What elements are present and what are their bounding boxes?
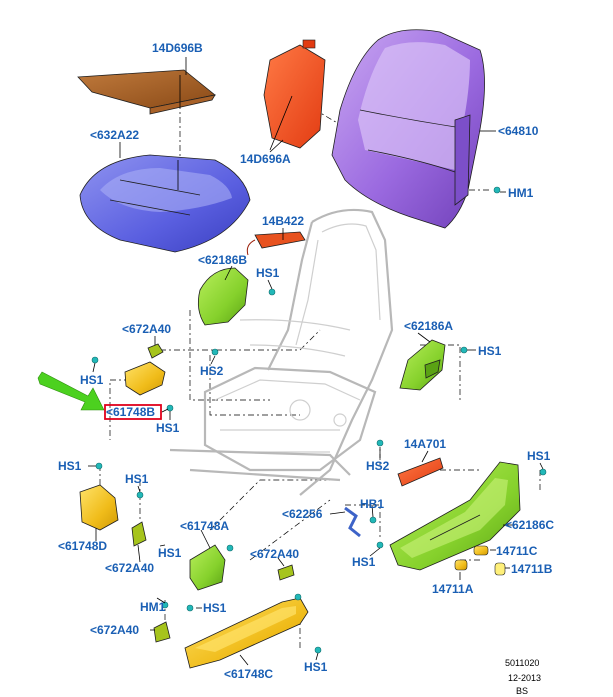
label-hs1-f: HS1: [58, 459, 82, 473]
label-hs1-k: HS1: [304, 660, 328, 674]
part-14711a-knob: [454, 559, 468, 571]
label-hm1-front: HM1: [140, 600, 166, 614]
part-61748b-bracket: [124, 361, 166, 396]
label-62186c: <62186C: [505, 518, 554, 532]
label-672a40-b: <672A40: [105, 561, 154, 575]
label-14711c: 14711C: [496, 544, 538, 558]
label-61748c: <61748C: [224, 667, 273, 681]
part-61748d-bracket: [79, 484, 119, 531]
reference-block: 5011020 12-2013 BS: [505, 658, 541, 696]
part-14b422-sensor: [246, 231, 306, 256]
label-hs1-h: HS1: [158, 546, 182, 560]
label-62186b: <62186B: [198, 253, 247, 267]
label-14711a: 14711A: [432, 582, 474, 596]
part-14711b-knob: [494, 562, 506, 576]
part-672a40-clip-bottom: [153, 621, 171, 643]
label-61748a: <61748A: [180, 519, 229, 533]
part-632a22-cushion: [79, 154, 251, 253]
part-61748a-bracket: [189, 544, 226, 591]
label-hm1-back: HM1: [508, 186, 534, 200]
part-62186b-shield: [197, 267, 249, 326]
label-hs1-i: HS1: [352, 555, 376, 569]
label-672a40-c: <672A40: [250, 547, 299, 561]
part-672a40-clip-upper: [147, 343, 164, 359]
part-62186c-shield: [389, 461, 521, 571]
label-64810: <64810: [498, 124, 539, 138]
label-hs1-a: HS1: [256, 266, 280, 280]
label-672a40-a: <672A40: [122, 322, 171, 336]
leader-lines: [88, 57, 544, 666]
part-64810-seatback: [331, 29, 485, 229]
part-labels: 14D696B <632A22 14D696A <64810 HM1 14B42…: [58, 41, 554, 681]
part-14711c-knob: [473, 545, 489, 556]
label-14711b: 14711B: [511, 562, 553, 576]
reference-number: 5011020: [505, 658, 539, 668]
label-hs1-d: HS1: [478, 344, 502, 358]
label-hs1-e: HS1: [527, 449, 551, 463]
part-14d696b-pad: [77, 69, 216, 115]
part-14d696a-pad: [263, 39, 326, 151]
label-hs2-a: HS2: [200, 364, 224, 378]
label-hs1-b: HS1: [80, 373, 104, 387]
highlight-box-61748b: [104, 404, 162, 420]
part-14711-knobs: [454, 545, 506, 576]
label-hb1: HB1: [360, 497, 384, 511]
label-hs1-g: HS1: [125, 472, 149, 486]
screws: [91, 186, 547, 654]
part-672a40-clip-middle: [277, 564, 295, 581]
part-672a40-clip-left: [131, 521, 147, 547]
part-62186a-shield: [399, 339, 446, 391]
label-672a40-d: <672A40: [90, 623, 139, 637]
label-hs1-j: HS1: [203, 601, 227, 615]
label-14d696b: 14D696B: [152, 41, 203, 55]
label-62256: <62256: [282, 507, 323, 521]
part-14a701-switch: [397, 457, 444, 487]
label-632a22: <632A22: [90, 128, 139, 142]
seat-frame: [169, 208, 394, 496]
label-14d696a: 14D696A: [240, 152, 291, 166]
reference-initials: BS: [516, 686, 528, 696]
label-61748d: <61748D: [58, 539, 107, 553]
label-14b422: 14B422: [262, 214, 304, 228]
part-61748c-trim: [184, 597, 309, 669]
label-14a701: 14A701: [404, 437, 446, 451]
label-61748b: <61748B: [106, 405, 155, 419]
label-62186a: <62186A: [404, 319, 453, 333]
pointer-arrow: [37, 371, 105, 411]
reference-date: 12-2013: [508, 673, 541, 683]
part-62256-bracket: [344, 506, 361, 538]
label-hs1-c: HS1: [156, 421, 180, 435]
label-hs2-b: HS2: [366, 459, 390, 473]
